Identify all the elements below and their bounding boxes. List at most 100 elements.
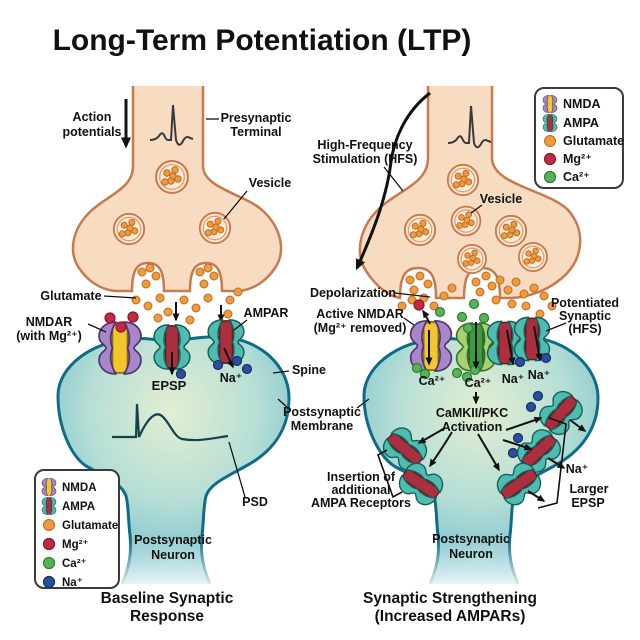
spine-leader (272, 370, 290, 374)
legend-item-mg: Mg²⁺ (563, 152, 592, 166)
legend-box (534, 87, 624, 189)
vesicle-leader (223, 190, 248, 220)
insertion-label-3: AMPA Receptors (311, 496, 411, 510)
ampar-label: AMPAR (244, 306, 289, 320)
postsynaptic-neuron-label: Postsynaptic (134, 533, 212, 547)
ca-dots (411, 298, 490, 383)
mg-expulsion-arrow (422, 309, 431, 325)
larger-epsp-bracket (537, 417, 567, 509)
legend2-item-glutamate: Glutamate (62, 520, 118, 532)
baseline-caption: Baseline Synaptic (101, 590, 234, 607)
right-panel-labels: High-Frequency Stimulation (HFS) Vesicle… (310, 138, 619, 625)
vesicle-hfs-leader (470, 204, 483, 214)
active-nmdar-leader (403, 317, 415, 326)
postsynaptic-membrane-label-2: Membrane (291, 419, 354, 433)
hfs-leader (383, 166, 404, 192)
spine-label: Spine (292, 363, 326, 377)
page-title: Long-Term Potentiation (LTP) (53, 24, 472, 57)
legend-item-glutamate: Glutamate (563, 134, 624, 148)
legend-bottom-left: NMDA AMPA Glutamate Mg²⁺ Ca²⁺ Na⁺ (34, 469, 120, 589)
nmdar-label: NMDAR (26, 315, 73, 329)
ca-label-1: Ca²⁺ (419, 374, 446, 388)
na-influx-arrow-1 (506, 329, 516, 366)
ampa-receptor-icon (543, 114, 557, 132)
legend2-item-ampa: AMPA (62, 501, 95, 513)
legend2-item-ca: Ca²⁺ (62, 558, 87, 570)
strengthening-caption: Synaptic Strengthening (363, 590, 537, 607)
presynaptic-terminal-label-2: Terminal (230, 125, 281, 139)
na-icon-2 (42, 575, 56, 589)
mg-icon-2 (42, 537, 56, 551)
postsynaptic-neuron-hfs-label-2: Neuron (449, 547, 493, 561)
na-influx-arrow (223, 347, 234, 369)
mg-block-dots (104, 311, 139, 333)
membrane-leader-left (277, 398, 289, 409)
glutamate-icon-2 (43, 519, 55, 531)
action-potential-trace (149, 104, 194, 146)
larger-epsp-label: Larger (570, 482, 609, 496)
postsynaptic-neuron-hfs-label: Postsynaptic (432, 532, 510, 546)
na-influx-arrow-2 (533, 325, 543, 362)
presynaptic-terminal-label: Presynaptic (221, 111, 292, 125)
baseline-caption-2: Response (130, 608, 204, 625)
epsp-trace (112, 403, 229, 442)
glutamate-icon (544, 135, 556, 147)
nmda-receptor-icon (543, 95, 557, 113)
na-label: Na⁺ (220, 371, 243, 385)
depolarization-leader (394, 292, 431, 298)
mg-icon (543, 152, 557, 166)
active-nmdar-label-2: (Mg²⁺ removed) (314, 321, 407, 335)
hfs-label: High-Frequency (317, 138, 412, 152)
na-out-arrow-1 (569, 419, 587, 432)
action-potential-trace-hfs (447, 105, 492, 149)
ampa-receptor-icon-2 (42, 497, 56, 515)
legend-item-ca: Ca²⁺ (563, 170, 590, 184)
left-panel (56, 86, 291, 585)
camkii-label: CaMKII/PKC (436, 406, 508, 420)
legend2-item-mg: Mg²⁺ (62, 539, 89, 551)
postsynaptic-membrane-label: Postsynaptic (283, 405, 361, 419)
legend-top-right: NMDA AMPA Glutamate Mg²⁺ Ca²⁺ (534, 87, 624, 189)
na-label-3: Na⁺ (566, 462, 589, 476)
na-out-arrow-3 (527, 490, 546, 502)
membrane-leader-right (356, 398, 370, 409)
potentiated-leader (545, 322, 567, 332)
potentiated-label-3: (HFS) (568, 322, 601, 336)
psd-leader (228, 441, 246, 498)
camkii-label-2: Activation (442, 420, 502, 434)
action-potentials-label: Action (73, 110, 112, 124)
glutamate-dots (131, 263, 243, 325)
postsynaptic-spine (58, 336, 289, 584)
ampar-leader (233, 319, 248, 331)
hfs-curved-arrow (355, 91, 431, 271)
insertion-label: Insertion of (327, 470, 396, 484)
ca-icon-2 (42, 556, 56, 570)
legend-item-nmda: NMDA (563, 97, 601, 111)
epsp-label: EPSP (152, 378, 187, 393)
potentiated-label-2: Synaptic (559, 309, 611, 323)
legend2-item-na: Na⁺ (62, 577, 83, 589)
action-potentials-label-2: potentials (62, 125, 121, 139)
depolarization-label: Depolarization (310, 286, 396, 300)
na-label-2: Na⁺ (528, 368, 551, 382)
na-dots (175, 355, 253, 380)
glutamate-label: Glutamate (40, 289, 101, 303)
camkii-arrows (417, 392, 543, 472)
insertion-bracket (377, 449, 403, 499)
nmdar-leader (87, 323, 107, 333)
na-label-1: Na⁺ (502, 372, 525, 386)
postsynaptic-neuron-label-2: Neuron (151, 548, 195, 562)
legend-box-2 (34, 469, 120, 589)
glutamate-dots-hfs (397, 271, 557, 327)
right-panel (355, 86, 600, 585)
expelled-mg-dot (413, 299, 425, 311)
potentiated-label: Potentiated (551, 296, 619, 310)
na-dots-hfs (507, 352, 552, 459)
strengthening-caption-2: (Increased AMPARs) (375, 608, 526, 625)
vesicle-hfs-label: Vesicle (480, 192, 522, 206)
larger-epsp-label-2: EPSP (571, 496, 604, 510)
ca-icon (543, 170, 557, 184)
right-stem-fade (400, 540, 540, 592)
